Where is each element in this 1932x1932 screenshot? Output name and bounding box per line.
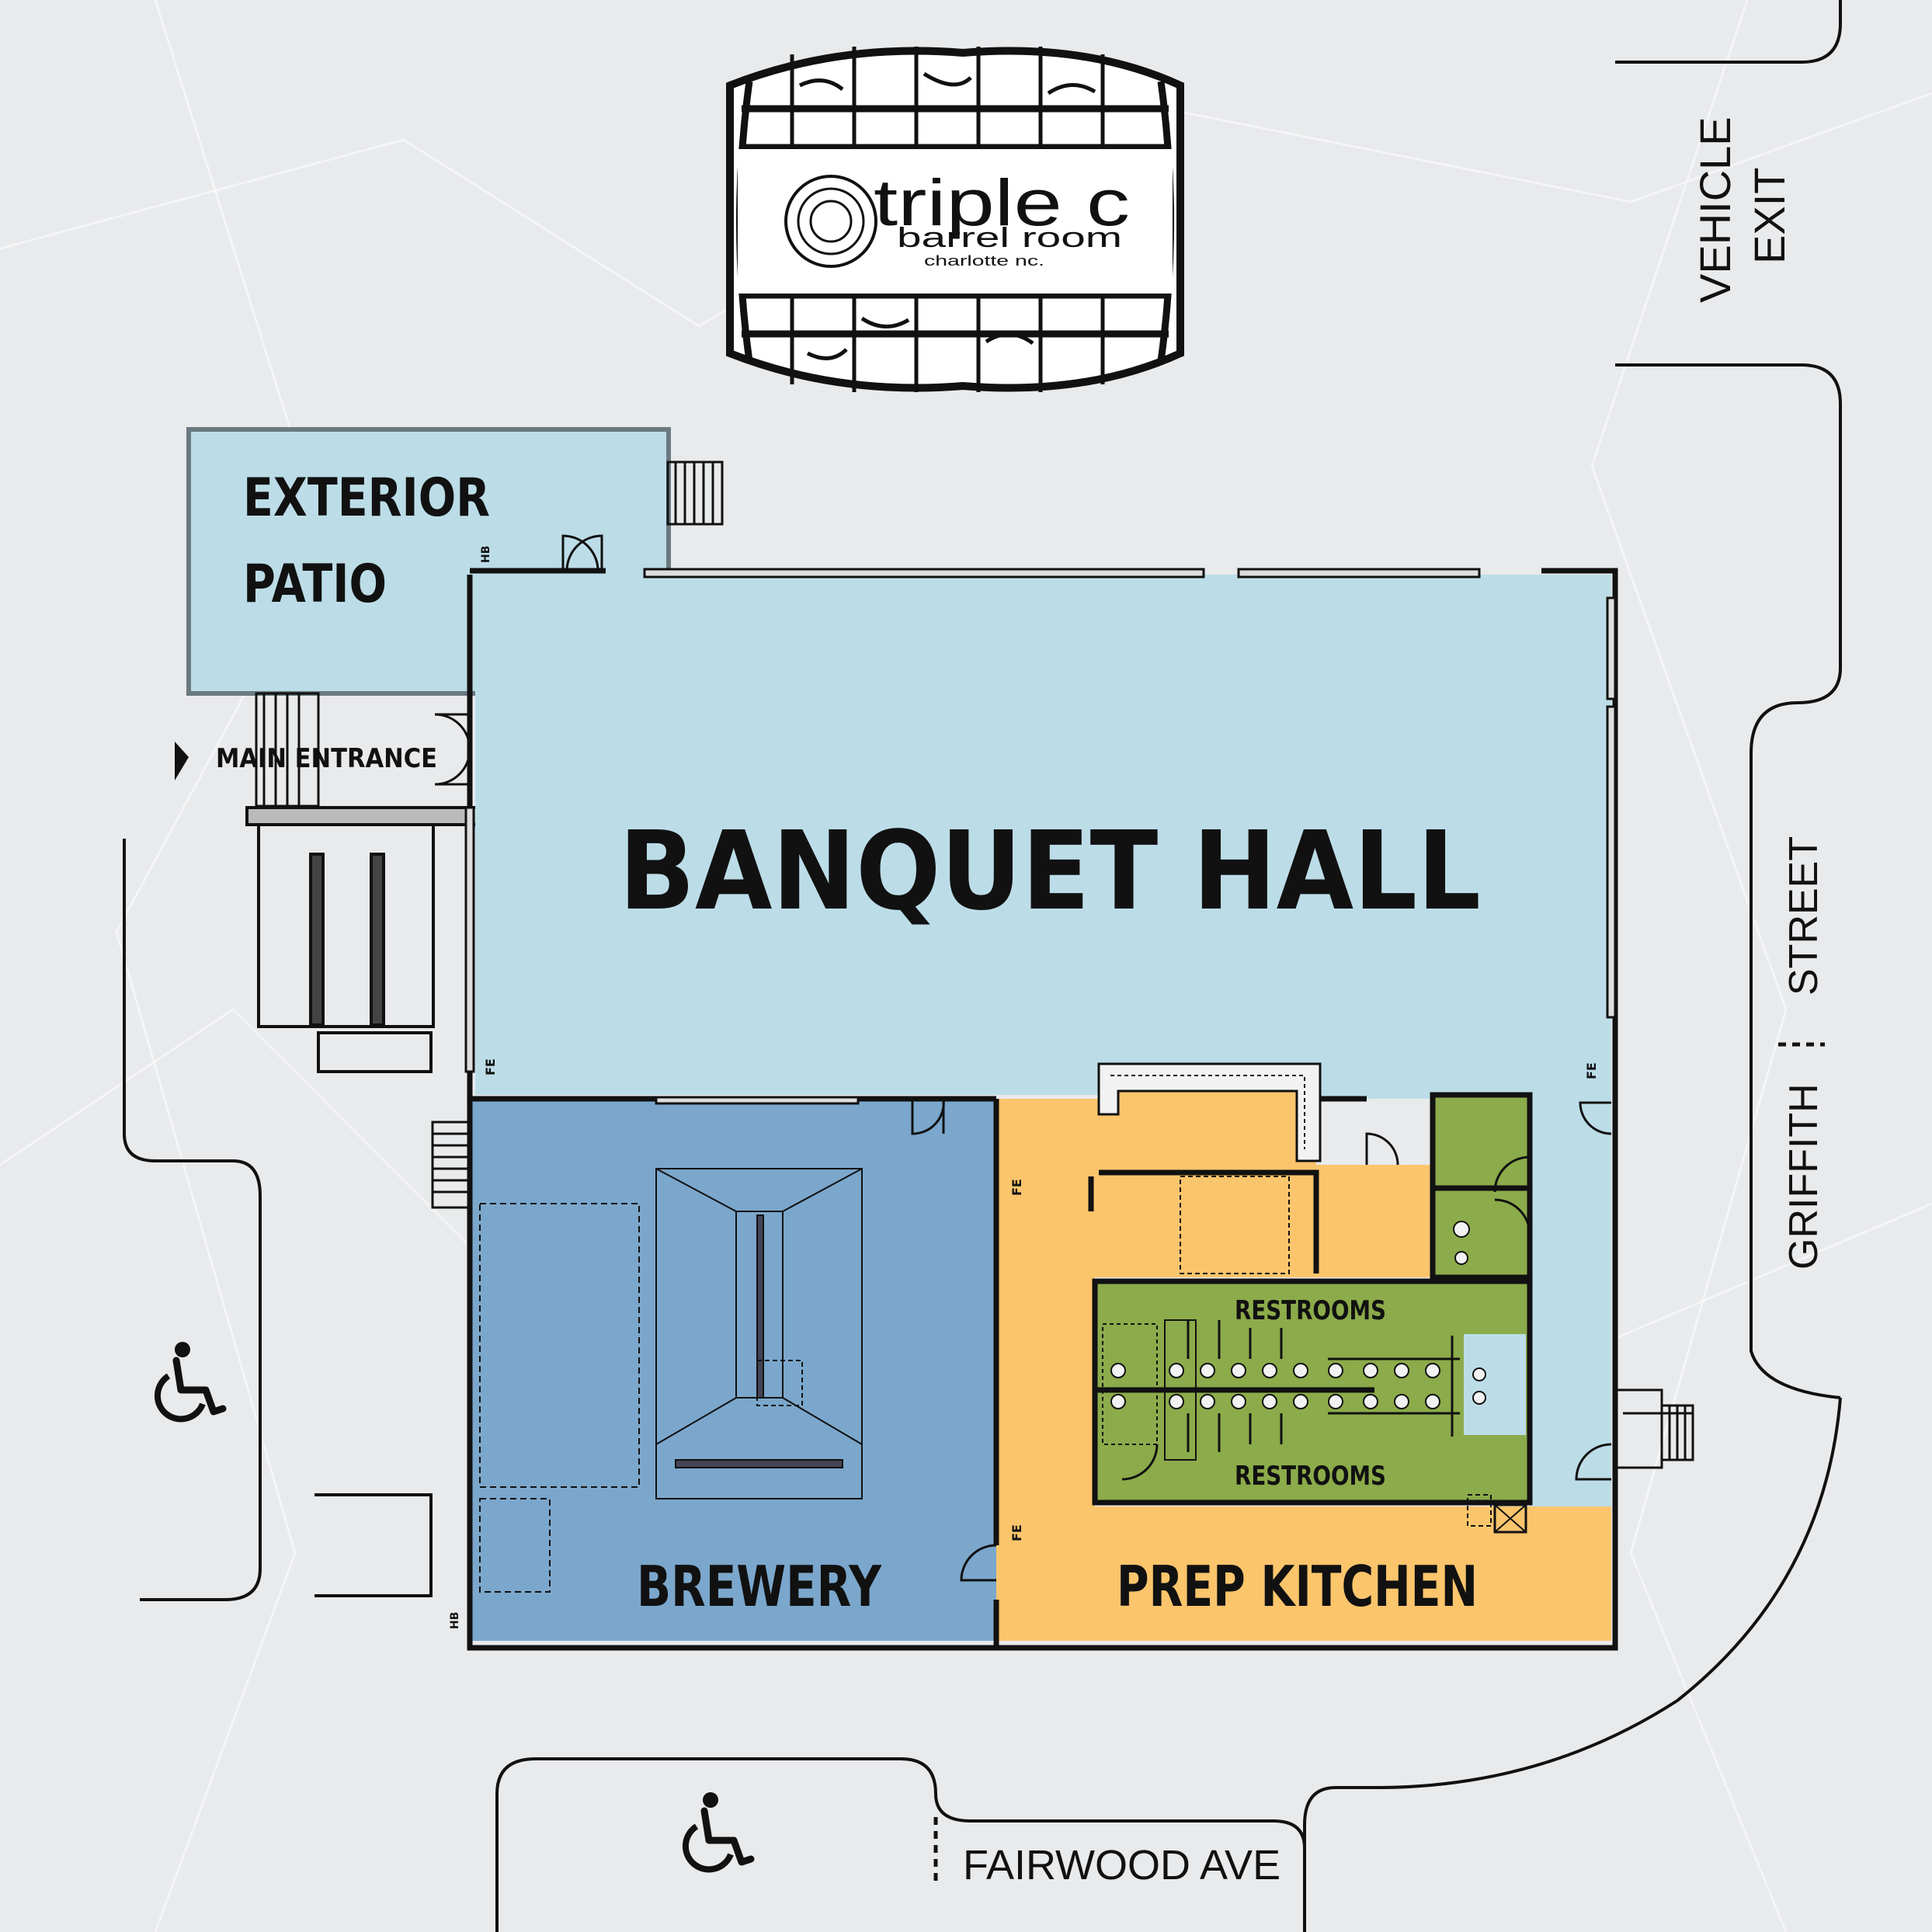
vehicle-exit-label-2: EXIT	[1745, 168, 1794, 264]
fairwood-ave-label: FAIRWOOD AVE	[963, 1842, 1280, 1889]
accessible-parking-icon	[682, 1792, 755, 1873]
exterior-pad	[314, 1493, 433, 1597]
banquet-hall-label: BANQUET HALL	[619, 808, 1481, 935]
logo-name: triple c	[874, 166, 1130, 239]
curb-vehicle-exit-top	[1615, 0, 1842, 64]
windows	[464, 568, 1617, 1105]
exterior-patio-label-1: EXTERIOR	[243, 467, 490, 529]
east-corridor-area	[1530, 1095, 1611, 1534]
entrance-arrow-icon	[175, 742, 189, 780]
entrance-ramp	[245, 806, 481, 1073]
kitchen-work-areas	[1180, 1176, 1492, 1527]
street-label: STREET	[1781, 836, 1826, 996]
west-stairs	[431, 1121, 471, 1209]
barrel-logo-icon: triple c barrel room charlotte nc.	[726, 47, 1184, 392]
restrooms-bottom-label: RESTROOMS	[1235, 1461, 1386, 1492]
stall-partitions	[1187, 1320, 1460, 1452]
vehicle-exit-label-1: VEHICLE	[1690, 116, 1739, 303]
restrooms-top-label: RESTROOMS	[1235, 1295, 1386, 1326]
griffith-label: GRIFFITH	[1781, 1083, 1826, 1270]
brewery-equipment	[479, 1168, 863, 1593]
fe-marker-3: FE	[1009, 1179, 1024, 1196]
exterior-patio-label-2: PATIO	[243, 554, 387, 615]
banquet-hall-area	[475, 575, 1611, 1099]
prep-kitchen-area	[996, 1075, 1611, 1641]
curb-lines	[123, 0, 1842, 1932]
patio-stairs	[255, 460, 724, 808]
floor-drain	[1493, 1503, 1527, 1534]
fe-marker-2: FE	[1584, 1062, 1599, 1079]
safety-markers: FE FE FE FE HB HB	[449, 546, 1599, 1629]
logo-location: charlotte nc.	[924, 253, 1044, 269]
curb-corner	[1303, 1397, 1842, 1932]
doors	[434, 534, 1612, 1582]
fe-marker-4: FE	[1009, 1524, 1024, 1541]
east-stairs	[1614, 1388, 1694, 1469]
hb-marker-1: HB	[480, 546, 492, 563]
brewery-area	[470, 1099, 996, 1641]
accessible-parking-icon	[154, 1342, 227, 1423]
main-entrance-label: MAIN ENTRANCE	[216, 743, 437, 774]
brewery-label: BREWERY	[637, 1554, 882, 1619]
cooler-shelf	[1110, 1075, 1305, 1149]
logo-subtitle: barrel room	[897, 221, 1122, 253]
floor-drain-x	[1494, 1504, 1527, 1533]
curb-west	[123, 839, 262, 1601]
prep-kitchen-label: PREP KITCHEN	[1117, 1554, 1478, 1619]
fe-marker-1: FE	[483, 1058, 498, 1075]
toilet-stalls	[1102, 1221, 1526, 1461]
cooler	[1097, 1062, 1322, 1162]
hb-marker-2: HB	[449, 1612, 461, 1629]
